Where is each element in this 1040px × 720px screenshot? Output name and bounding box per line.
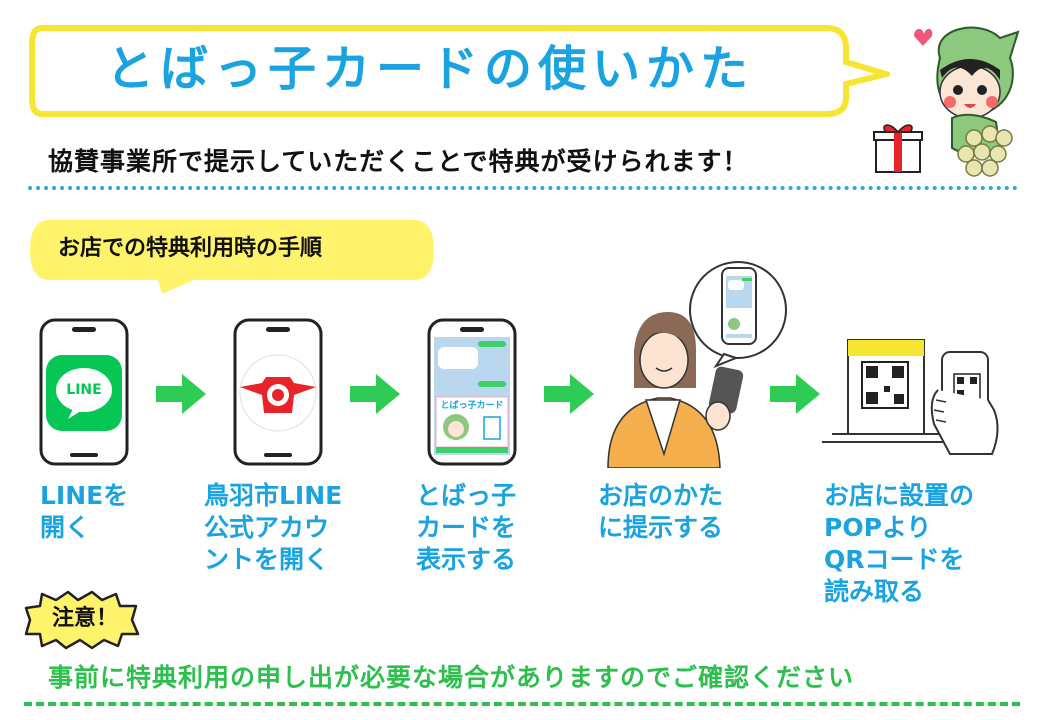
- page-title: とばっ子カードの使いかた: [105, 41, 754, 97]
- attention-burst-icon: [24, 590, 140, 650]
- line-logo-text: LINE: [66, 382, 102, 398]
- step-2-caption: 鳥羽市LINE 公式アカウ ントを開く: [204, 481, 343, 574]
- attention-label: 注意！: [51, 606, 118, 631]
- gift-box-icon: [873, 124, 923, 173]
- subtitle: 協賛事業所で提示していただくことで特典が受けられます！: [48, 147, 749, 176]
- arrow-right-icon: [544, 374, 594, 414]
- arrow-right-icon: [350, 374, 400, 414]
- step-5-caption: お店に設置の POPより QRコードを 読み取る: [824, 481, 975, 606]
- step-4-caption: お店のかた に提示する: [598, 481, 724, 542]
- title-bubble: [29, 25, 890, 117]
- arrow-right-icon: [770, 374, 820, 414]
- step-1-caption: LINEを 開く: [40, 481, 129, 542]
- green-dashed-divider: [24, 702, 1020, 706]
- phone-city-account: [232, 317, 324, 467]
- step-3-caption: とばっ子 カードを 表示する: [416, 481, 517, 574]
- qr-code-scan-icon: [822, 339, 999, 455]
- arrow-right-icon: [156, 374, 206, 414]
- phone-card-display: とばっ子カード: [426, 317, 518, 467]
- mascot-character-icon: [914, 26, 1020, 177]
- card-title: とばっ子カード: [440, 401, 504, 411]
- steps-heading-bubble: [30, 220, 434, 294]
- notice-text: 事前に特典利用の申し出が必要な場合がありますのでご確認ください: [48, 663, 855, 692]
- blue-dotted-divider: [28, 186, 1018, 190]
- phone-line-app: LINE: [38, 317, 130, 467]
- steps-heading: お店での特典利用時の手順: [58, 236, 323, 261]
- person-showing-phone-icon: [607, 261, 787, 468]
